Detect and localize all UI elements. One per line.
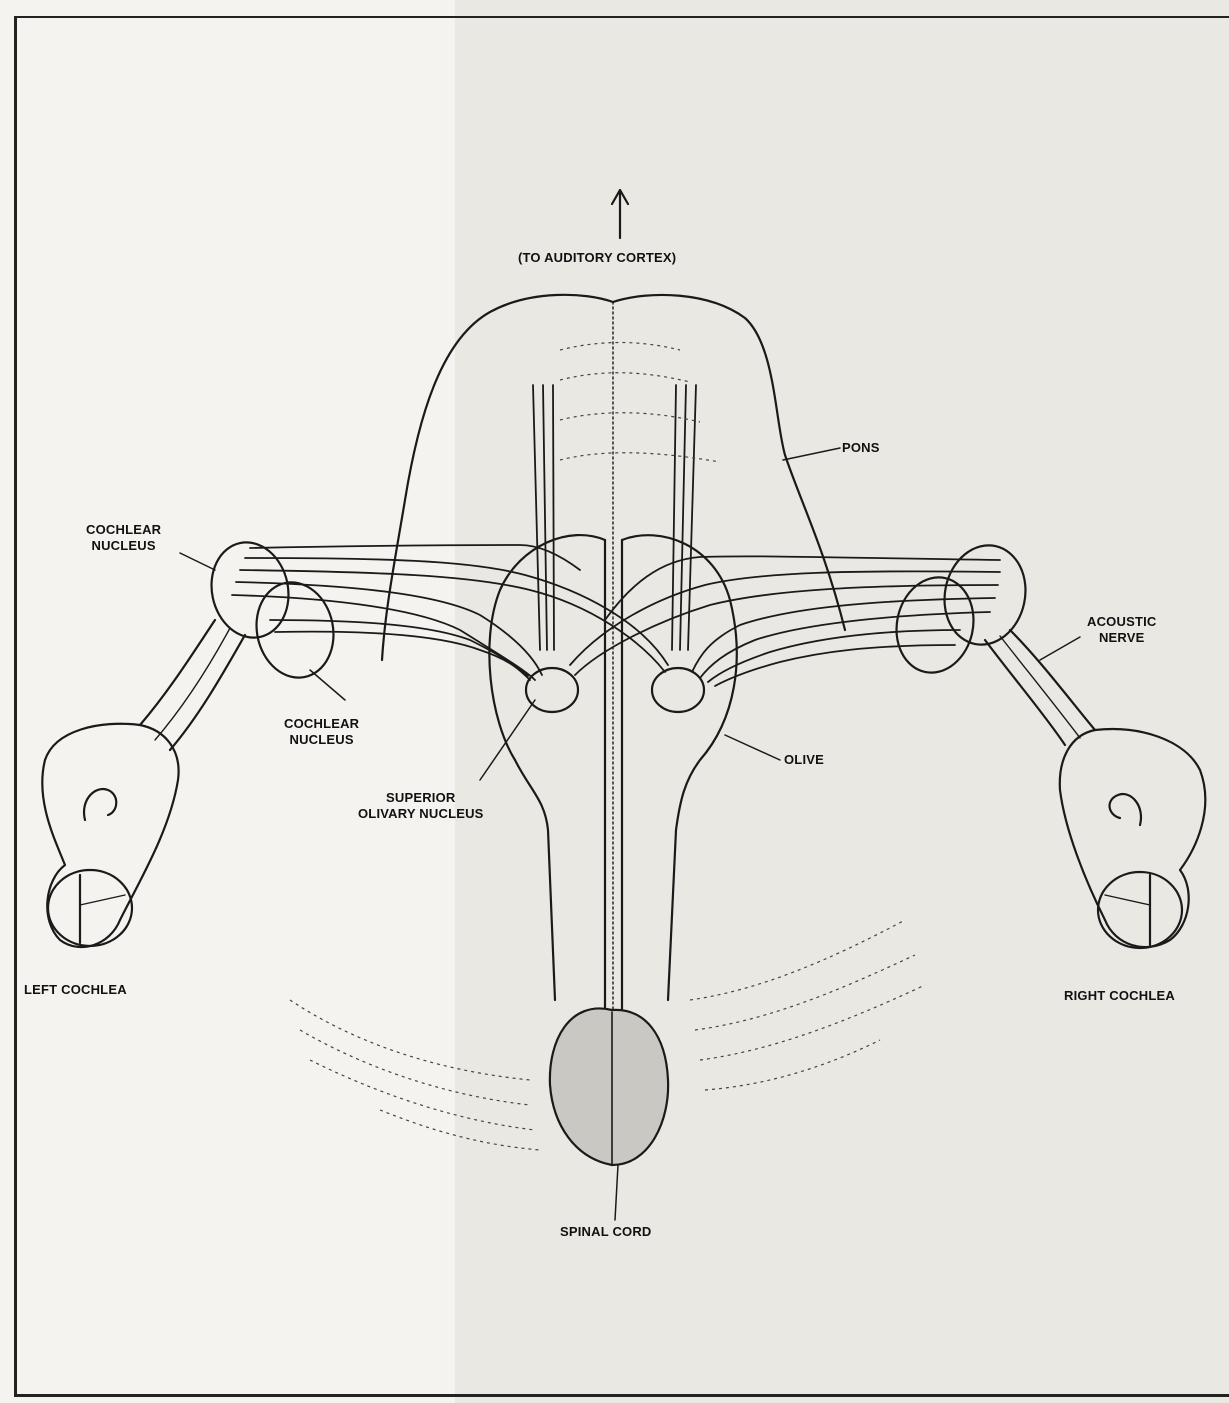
ascending-tract-left — [533, 385, 554, 650]
pons-outline — [382, 295, 613, 660]
label-line: COCHLEAR — [86, 522, 161, 538]
right-cochlea — [1060, 729, 1206, 948]
label-line: NUCLEUS — [86, 538, 161, 554]
label-cochlear-nucleus-lower: COCHLEAR NUCLEUS — [284, 716, 359, 748]
label-pons: PONS — [842, 440, 880, 456]
cochlear-nucleus-left-upper — [203, 535, 297, 645]
label-right-cochlea: RIGHT COCHLEA — [1064, 988, 1175, 1004]
label-line: OLIVARY NUCLEUS — [358, 806, 484, 822]
spinal-cord — [550, 1008, 668, 1165]
label-line: SUPERIOR — [358, 790, 484, 806]
superior-olivary-nucleus-right — [652, 668, 704, 712]
label-cochlear-nucleus-left: COCHLEAR NUCLEUS — [86, 522, 161, 554]
left-cochlea — [42, 724, 178, 947]
cochlear-nucleus-right-upper — [935, 538, 1034, 652]
right-acoustic-nerve — [985, 630, 1095, 745]
label-spinal-cord: SPINAL CORD — [560, 1224, 652, 1240]
cochlear-nucleus-left-lower — [248, 575, 342, 685]
label-line: NUCLEUS — [284, 732, 359, 748]
label-left-cochlea: LEFT COCHLEA — [24, 982, 127, 998]
label-superior-olivary-nucleus: SUPERIOR OLIVARY NUCLEUS — [358, 790, 484, 822]
label-to-auditory-cortex: (TO AUDITORY CORTEX) — [518, 250, 676, 266]
label-olive: OLIVE — [784, 752, 824, 768]
label-acoustic-nerve: ACOUSTIC NERVE — [1087, 614, 1157, 646]
superior-olivary-nucleus-left — [526, 668, 578, 712]
label-line: COCHLEAR — [284, 716, 359, 732]
nerve-fibers — [232, 545, 1000, 686]
label-line: NERVE — [1087, 630, 1157, 646]
label-line: ACOUSTIC — [1087, 614, 1157, 630]
up-arrow-icon — [612, 190, 628, 238]
medulla-right-lobe — [622, 535, 737, 1000]
